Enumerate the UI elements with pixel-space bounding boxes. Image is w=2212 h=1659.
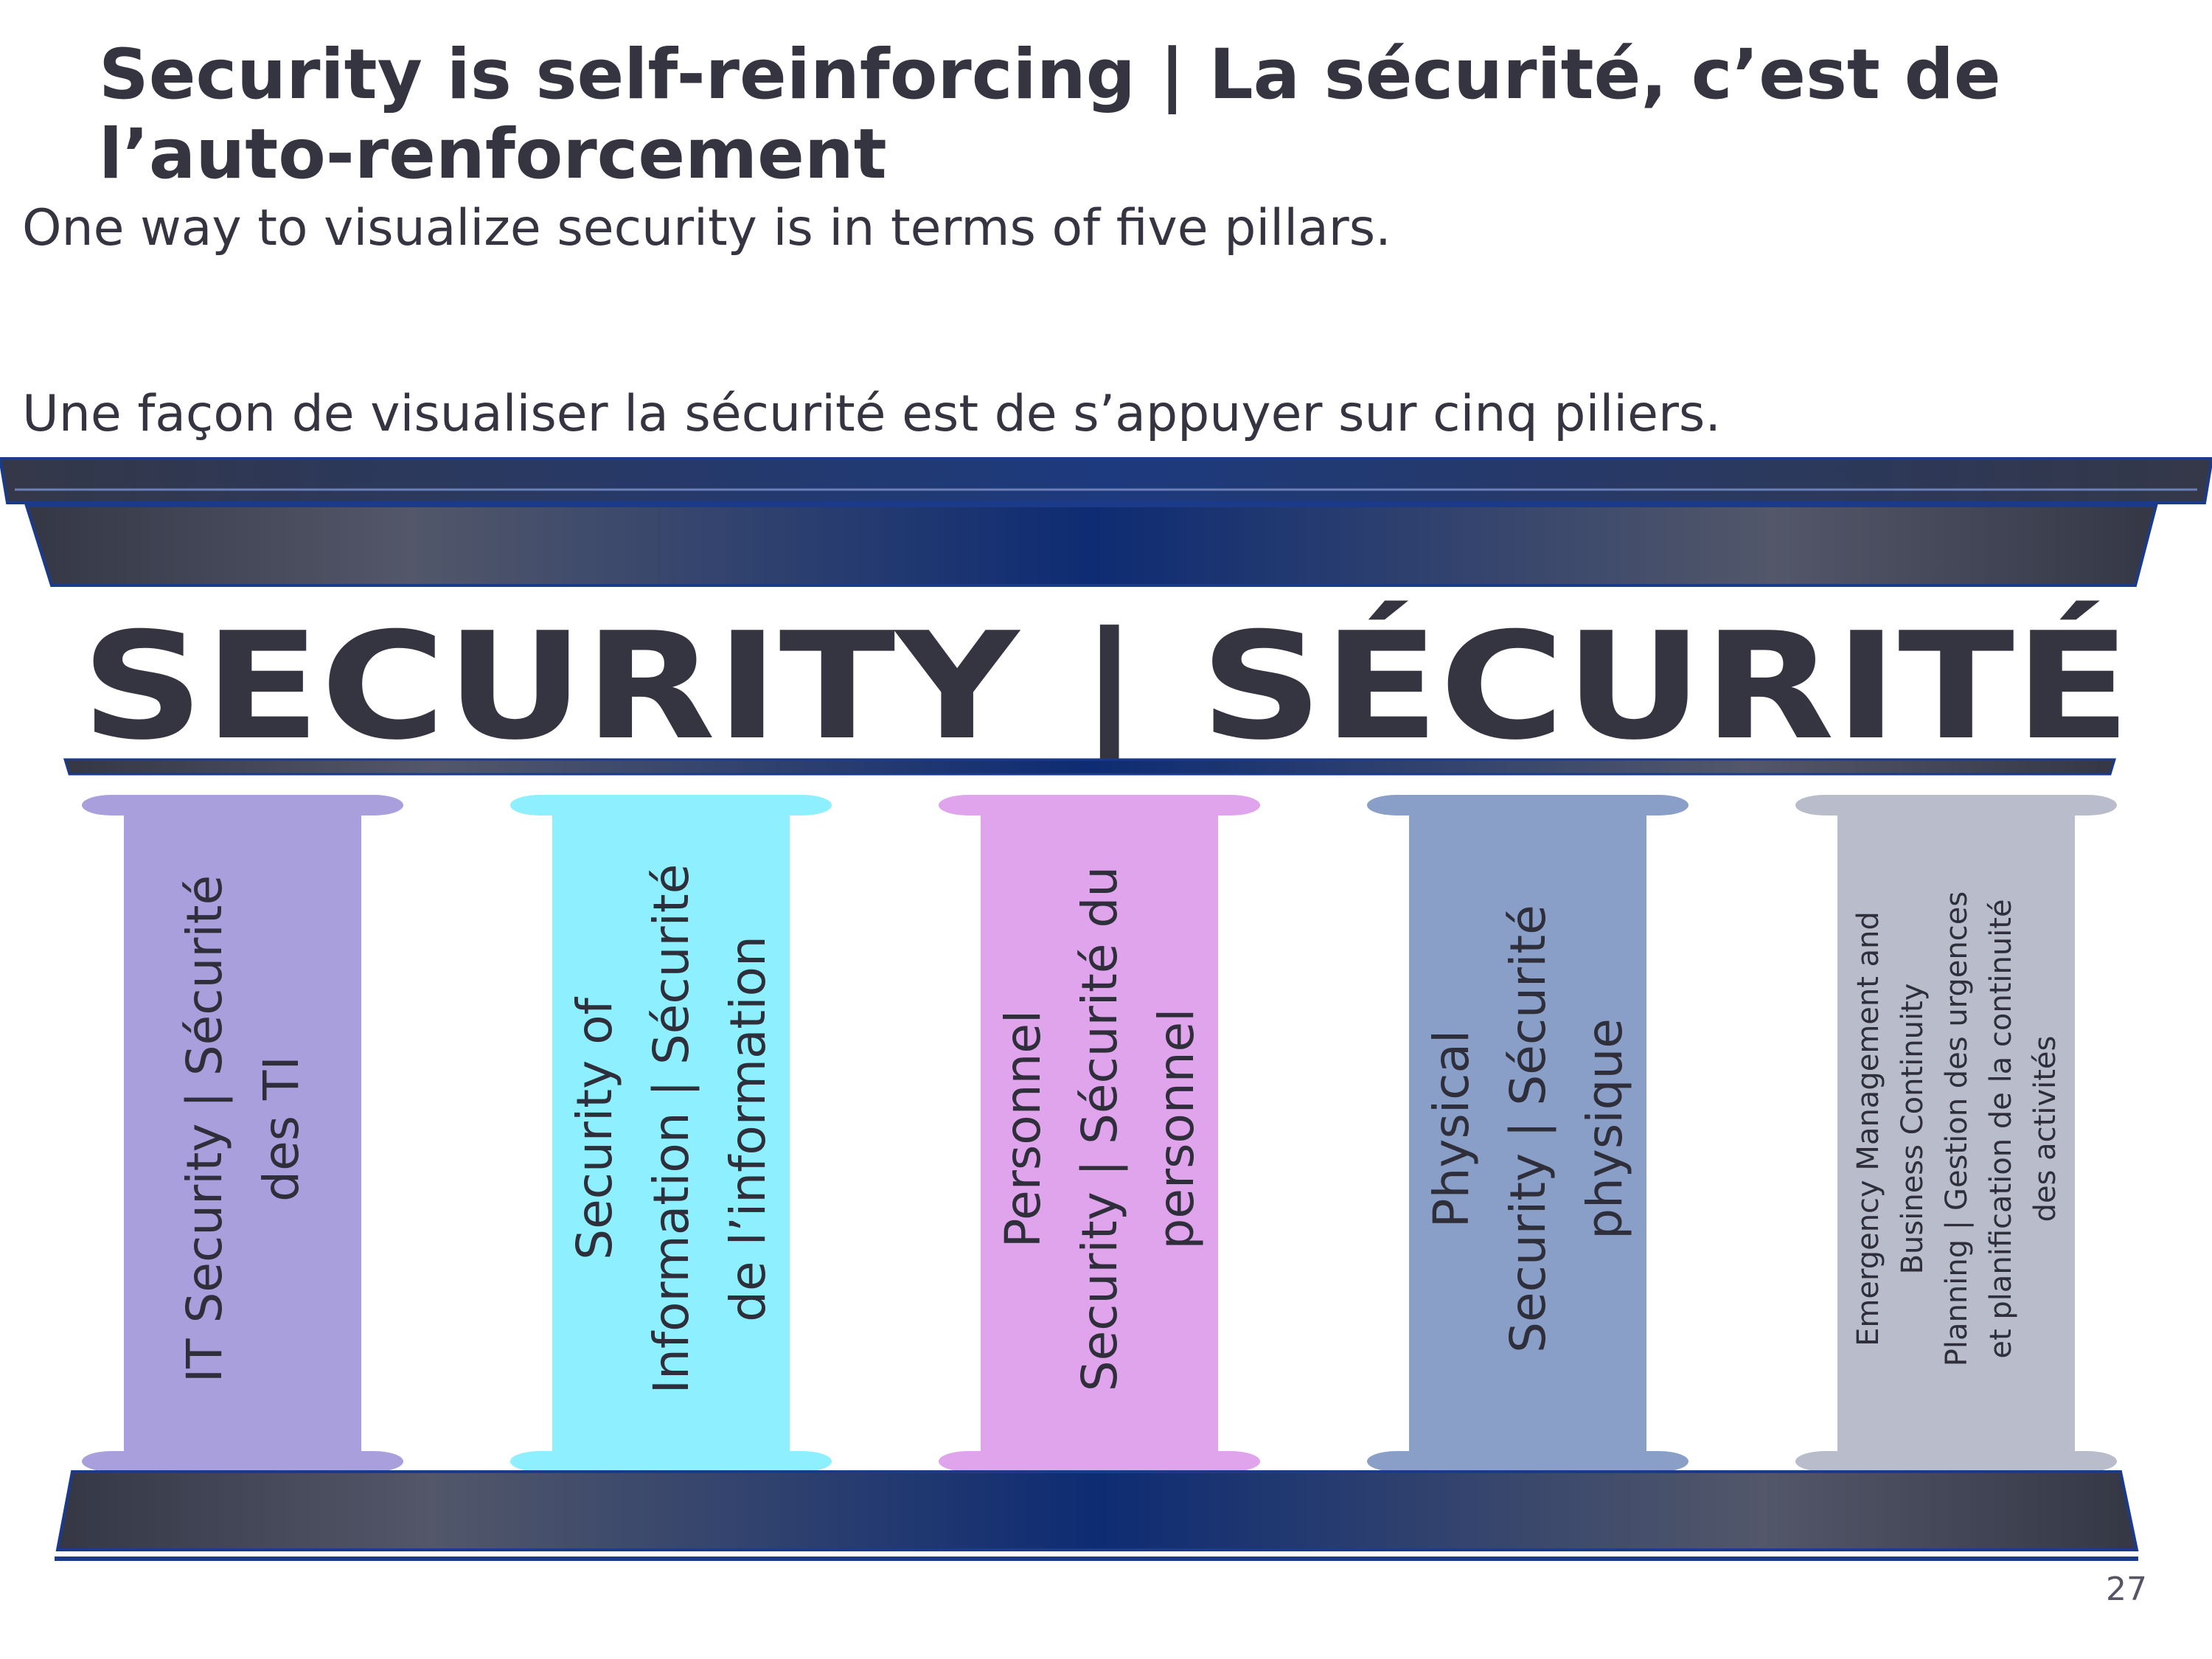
- pillar-label-line: de l’information: [720, 936, 776, 1322]
- pillar-4: Physical Security | Sécurité physique: [1367, 795, 1688, 1472]
- pillar-label: Emergency Management and Business Continu…: [1851, 891, 2062, 1366]
- pillar-label-line: Business Continuity: [1896, 984, 1930, 1275]
- pillar-2: Security of Information | Sécurité de l’in…: [510, 795, 832, 1472]
- pillars: IT Security | Sécurité des TI Security of I…: [82, 795, 2117, 1472]
- pillar-label-line: Emergency Management and: [1851, 911, 1885, 1346]
- slide-title: Security is self-reinforcing | La sécuri…: [99, 35, 2001, 195]
- pillar-shaft: [124, 805, 361, 1453]
- pillar-label-line: Security | Sécurité du: [1071, 866, 1128, 1392]
- pillar-label: Security of Information | Sécurité de l’in…: [566, 864, 776, 1394]
- pillar-base: [1367, 1451, 1688, 1472]
- pillar-shaft: [1837, 805, 2075, 1453]
- pillar-shaft: [552, 805, 790, 1453]
- foundation-beam: [55, 1470, 2139, 1551]
- pillar-label-line: Personnel: [995, 1010, 1051, 1248]
- pillar-label-line: et planification de la continuité: [1984, 899, 2018, 1358]
- pillar-capital: [82, 795, 403, 815]
- pillar-capital: [939, 795, 1260, 815]
- pillar-label-line: IT Security | Sécurité: [176, 875, 233, 1383]
- pillar-label: IT Security | Sécurité des TI: [176, 875, 310, 1383]
- pillar-base: [82, 1451, 403, 1472]
- pillar-label-line: personnel: [1148, 1008, 1205, 1249]
- pillar-label-line: physique: [1576, 1018, 1633, 1239]
- pillar-shaft: [1409, 805, 1646, 1453]
- lintel-beam: [63, 758, 2117, 776]
- architrave-beam: [24, 504, 2158, 587]
- pillar-label-line: des activités: [2028, 1036, 2062, 1222]
- pillar-base: [939, 1451, 1260, 1472]
- pillar-label-line: Information | Sécurité: [643, 864, 700, 1394]
- body-text-english: One way to visualize security is in term…: [22, 199, 1391, 257]
- pillar-base: [1795, 1451, 2117, 1472]
- page-number: 27: [2106, 1571, 2147, 1608]
- pillar-label-line: Security | Sécurité: [1500, 905, 1557, 1353]
- pillar-base: [510, 1451, 832, 1472]
- pillar-label-line: Planning | Gestion des urgences: [1940, 891, 1974, 1366]
- pillar-shaft: [981, 805, 1218, 1453]
- pillar-label-line: Physical: [1423, 1030, 1480, 1228]
- body-text-french: Une façon de visualiser la sécurité est …: [22, 385, 1721, 443]
- pillar-label: Personnel Security | Sécurité du personnel: [995, 866, 1205, 1392]
- pillar-label-line: Security of: [566, 996, 623, 1259]
- pillar-1: IT Security | Sécurité des TI: [82, 795, 403, 1472]
- pillar-5: Emergency Management and Business Continu…: [1795, 795, 2117, 1472]
- pillar-3: Personnel Security | Sécurité du personnel: [939, 795, 1260, 1472]
- pillar-capital: [1795, 795, 2117, 815]
- pillar-capital: [1367, 795, 1688, 815]
- roof-slab: [0, 457, 2212, 504]
- pillar-label: Physical Security | Sécurité physique: [1423, 905, 1633, 1353]
- pillar-capital: [510, 795, 832, 815]
- pillar-label-line: des TI: [253, 1056, 310, 1202]
- banner-security-text: SECURITY | SÉCURITÉ: [81, 600, 2131, 773]
